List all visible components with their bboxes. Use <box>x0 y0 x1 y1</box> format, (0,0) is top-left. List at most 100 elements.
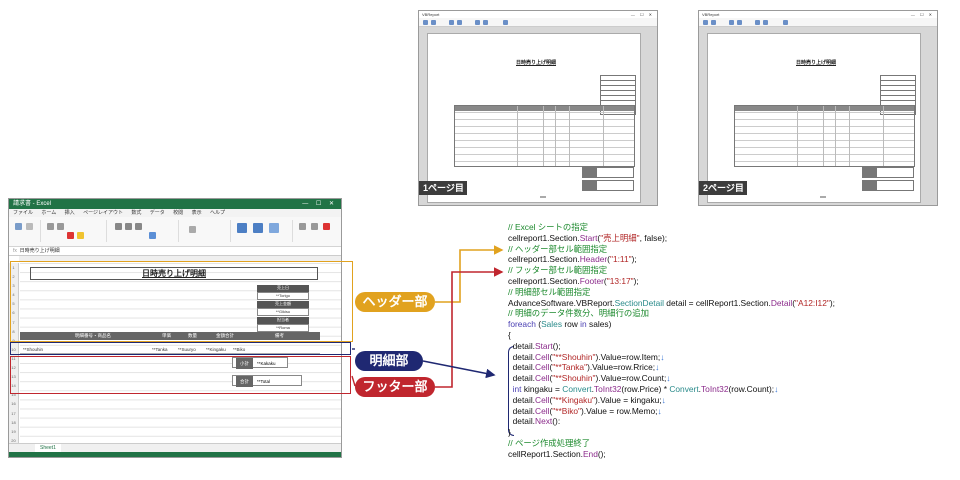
row-number[interactable]: 17 <box>11 410 16 416</box>
preview-detail-table <box>454 105 635 167</box>
code-line: // 明細のデータ件数分、明細行の追加 <box>508 308 649 319</box>
align-center-icon[interactable] <box>125 223 132 230</box>
prev-page-icon[interactable] <box>449 20 454 25</box>
fit-page-icon[interactable] <box>783 20 788 25</box>
align-left-icon[interactable] <box>115 223 122 230</box>
row-number[interactable]: 12 <box>11 365 16 371</box>
code-line: detail.Cell("**Kingaku").Value = kingaku… <box>508 394 666 405</box>
cell-shouhin[interactable]: **Shouhin <box>23 347 44 352</box>
number-format-icon[interactable] <box>189 226 196 233</box>
menu-data[interactable]: データ <box>149 210 165 216</box>
delete-cell-icon[interactable] <box>311 223 318 230</box>
cell-biko[interactable]: **Biko <box>233 347 246 352</box>
preview-page-number <box>540 196 546 198</box>
italic-icon[interactable] <box>57 223 64 230</box>
zoom-in-icon[interactable] <box>475 20 480 25</box>
code-line: AdvanceSoftware.VBReport.SectionDetail d… <box>508 297 835 308</box>
cell-kingaku[interactable]: **Kingaku <box>206 347 226 352</box>
excel-titlebar: 請求書 - Excel — ☐ ✕ <box>9 199 341 209</box>
row-number[interactable]: 18 <box>11 419 16 425</box>
row-number[interactable]: 1 <box>12 265 15 270</box>
row-number[interactable]: 3 <box>12 283 15 289</box>
zoom-out-icon[interactable] <box>483 20 488 25</box>
conditional-format-icon[interactable] <box>237 223 247 233</box>
ribbon-group-alignment <box>109 220 179 242</box>
zoom-out-icon[interactable] <box>763 20 768 25</box>
preview-title: VBReport <box>422 12 440 17</box>
detail-arrow <box>422 360 496 379</box>
cell-style-icon[interactable] <box>269 223 279 233</box>
preview-page-title: 日時売り上げ明細 <box>516 60 557 66</box>
prev-page-icon[interactable] <box>729 20 734 25</box>
row-number[interactable]: 7 <box>12 319 15 325</box>
cell-suuryo[interactable]: **Suuryo <box>178 347 196 352</box>
find-icon[interactable] <box>323 223 330 230</box>
row-headers: 1234567891011121314151617181920212223242… <box>9 263 19 457</box>
window-controls[interactable]: — ☐ ✕ <box>630 12 654 17</box>
formula-value: 日時売り上げ明細 <box>19 248 60 254</box>
code-line: detail.Start(); <box>508 340 561 351</box>
zoom-in-icon[interactable] <box>755 20 760 25</box>
code-line: cellReport1.Section.End(); <box>508 448 606 459</box>
save-icon[interactable] <box>711 20 716 25</box>
preview-detail-table <box>734 105 915 167</box>
print-icon[interactable] <box>703 20 708 25</box>
fill-color-icon[interactable] <box>77 232 84 239</box>
menu-help[interactable]: ヘルプ <box>209 210 225 216</box>
cut-icon[interactable] <box>26 223 33 230</box>
menu-review[interactable]: 校閲 <box>173 210 184 216</box>
preview-window-page1: VBReport — ☐ ✕ 日時売り上げ明細 1ページ目 <box>418 10 658 206</box>
menu-file[interactable]: ファイル <box>13 210 34 216</box>
menu-view[interactable]: 表示 <box>191 210 202 216</box>
excel-title: 請求書 - Excel <box>13 201 52 207</box>
align-right-icon[interactable] <box>135 223 142 230</box>
preview-subtotal-box <box>582 167 634 178</box>
preview-total-box <box>862 180 914 191</box>
print-icon[interactable] <box>423 20 428 25</box>
row-number[interactable]: 5 <box>12 301 15 307</box>
header-box-value: **Roma <box>257 323 309 332</box>
formula-bar[interactable]: fx 日時売り上げ明細 <box>9 247 341 256</box>
row-number[interactable]: 10 <box>11 346 16 352</box>
row-number[interactable]: 2 <box>12 274 15 280</box>
menu-insert[interactable]: 挿入 <box>64 210 75 216</box>
font-color-icon[interactable] <box>67 232 74 239</box>
code-line: cellreport1.Section.Footer("13:17"); <box>508 275 639 286</box>
report-title: 日時売り上げ明細 <box>30 267 318 280</box>
window-controls[interactable]: — ☐ ✕ <box>302 201 337 207</box>
table-format-icon[interactable] <box>253 223 263 233</box>
row-number[interactable]: 16 <box>11 401 16 407</box>
row-number[interactable]: 6 <box>12 310 15 316</box>
row-number[interactable]: 13 <box>11 374 16 380</box>
paste-icon[interactable] <box>15 223 22 230</box>
page-label: 1ページ目 <box>419 181 467 195</box>
next-page-icon[interactable] <box>457 20 462 25</box>
code-line: // フッター部セル範囲指定 <box>508 265 608 276</box>
row-number[interactable]: 8 <box>12 328 15 334</box>
row-number[interactable]: 19 <box>11 428 16 434</box>
menu-formulas[interactable]: 数式 <box>131 210 142 216</box>
fit-page-icon[interactable] <box>503 20 508 25</box>
cell-tanka[interactable]: **Tanka <box>152 347 168 352</box>
menu-home[interactable]: ホーム <box>41 210 57 216</box>
detail-col-qty: 数量 <box>188 333 197 338</box>
worksheet-grid[interactable]: 日時売り上げ明細 売上日 **Torigo 売上金額 **Gikisu 担当者 … <box>20 263 341 443</box>
menu-page-layout[interactable]: ページレイアウト <box>83 210 123 216</box>
preview-titlebar: VBReport— ☐ ✕ <box>699 11 937 18</box>
next-page-icon[interactable] <box>737 20 742 25</box>
merge-icon[interactable] <box>149 232 156 239</box>
row-number[interactable]: 11 <box>11 355 16 361</box>
ribbon-group-styles <box>233 220 293 242</box>
save-icon[interactable] <box>431 20 436 25</box>
row-number[interactable]: 15 <box>11 392 16 398</box>
header-arrow <box>435 245 504 303</box>
row-number[interactable]: 4 <box>12 292 15 298</box>
row-number[interactable]: 14 <box>11 383 16 389</box>
insert-cell-icon[interactable] <box>299 223 306 230</box>
row-number[interactable]: 9 <box>12 337 15 343</box>
bold-icon[interactable] <box>47 223 54 230</box>
ribbon-group-number <box>181 220 231 242</box>
window-controls[interactable]: — ☐ ✕ <box>910 12 934 17</box>
row-number[interactable]: 20 <box>11 437 16 443</box>
